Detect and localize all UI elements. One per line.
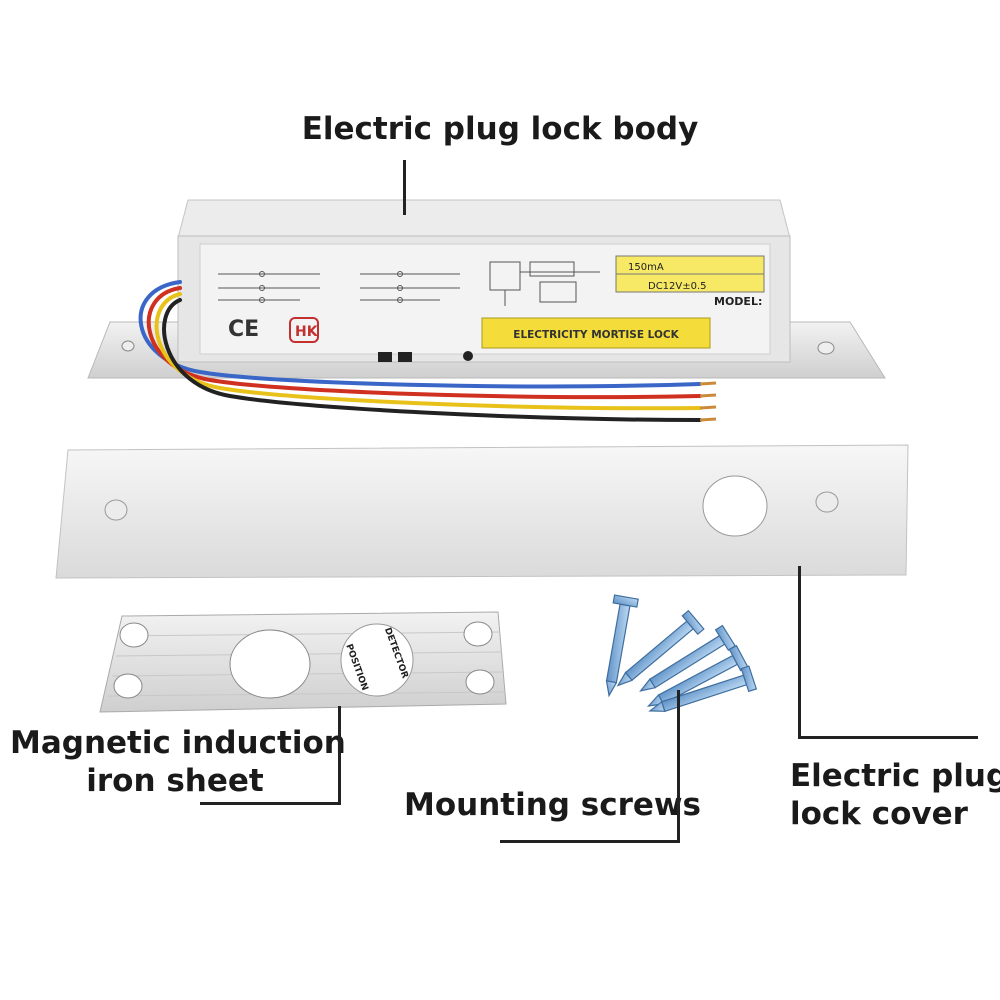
sheet-hole-bottom-right xyxy=(465,669,495,695)
iron-sheet: DETECTOR POSITION xyxy=(99,611,507,713)
model-text: MODEL: xyxy=(714,295,762,308)
detector-sticker xyxy=(340,623,414,697)
label-lock-body: Electric plug lock body xyxy=(301,111,699,147)
mortise-lock-text: ELECTRICITY MORTISE LOCK xyxy=(513,329,679,341)
screw-1 xyxy=(605,594,639,698)
flange-hole-left xyxy=(121,340,135,352)
cover-hole-small-left xyxy=(104,499,128,521)
label-lock-cover-line2: lock cover xyxy=(790,796,968,832)
connector-nub-1 xyxy=(378,352,392,362)
leader-cover-vertical xyxy=(798,566,801,738)
screw-5 xyxy=(648,665,758,713)
spec-current: 150mA xyxy=(628,262,664,273)
sheet-hole-center xyxy=(229,629,311,699)
leader-screws-vertical xyxy=(677,690,680,842)
leader-cover-horizontal xyxy=(798,736,978,739)
sheet-hole-top-right xyxy=(463,621,493,647)
cover-hole-small-right xyxy=(815,491,839,513)
label-iron-sheet-line2: iron sheet xyxy=(86,763,264,799)
svg-text:HK: HK xyxy=(295,324,319,340)
cover-hole-large xyxy=(702,475,768,537)
leader-lock-body xyxy=(403,160,406,215)
sensor-dot xyxy=(463,351,473,361)
lock-body: ELECTRICITY MORTISE LOCK DC12V±0.5 150mA… xyxy=(87,199,886,422)
label-iron-sheet-line1: Magnetic induction xyxy=(10,725,346,761)
label-lock-cover-line1: Electric plug xyxy=(790,758,1000,794)
sheet-hole-bottom-left xyxy=(113,673,143,699)
leader-iron-sheet-horizontal xyxy=(200,802,341,805)
lock-cover-plate xyxy=(55,444,909,579)
wire-tips xyxy=(699,381,717,422)
hk-logo: HK xyxy=(289,317,319,343)
flange-hole-right xyxy=(817,341,835,355)
leader-screws-horizontal xyxy=(500,840,680,843)
ce-mark: CE xyxy=(228,317,259,342)
screw-2 xyxy=(616,609,705,687)
sheet-hole-top-left xyxy=(119,622,149,648)
lock-wires xyxy=(138,280,702,422)
spec-voltage: DC12V±0.5 xyxy=(648,281,707,292)
circuit-diagram xyxy=(218,261,600,306)
mortise-lock-label xyxy=(481,317,711,349)
label-mounting-screws: Mounting screws xyxy=(404,787,702,823)
leader-iron-sheet-vertical xyxy=(338,706,341,804)
lock-top-face xyxy=(177,199,791,239)
connector-nub-2 xyxy=(398,352,412,362)
